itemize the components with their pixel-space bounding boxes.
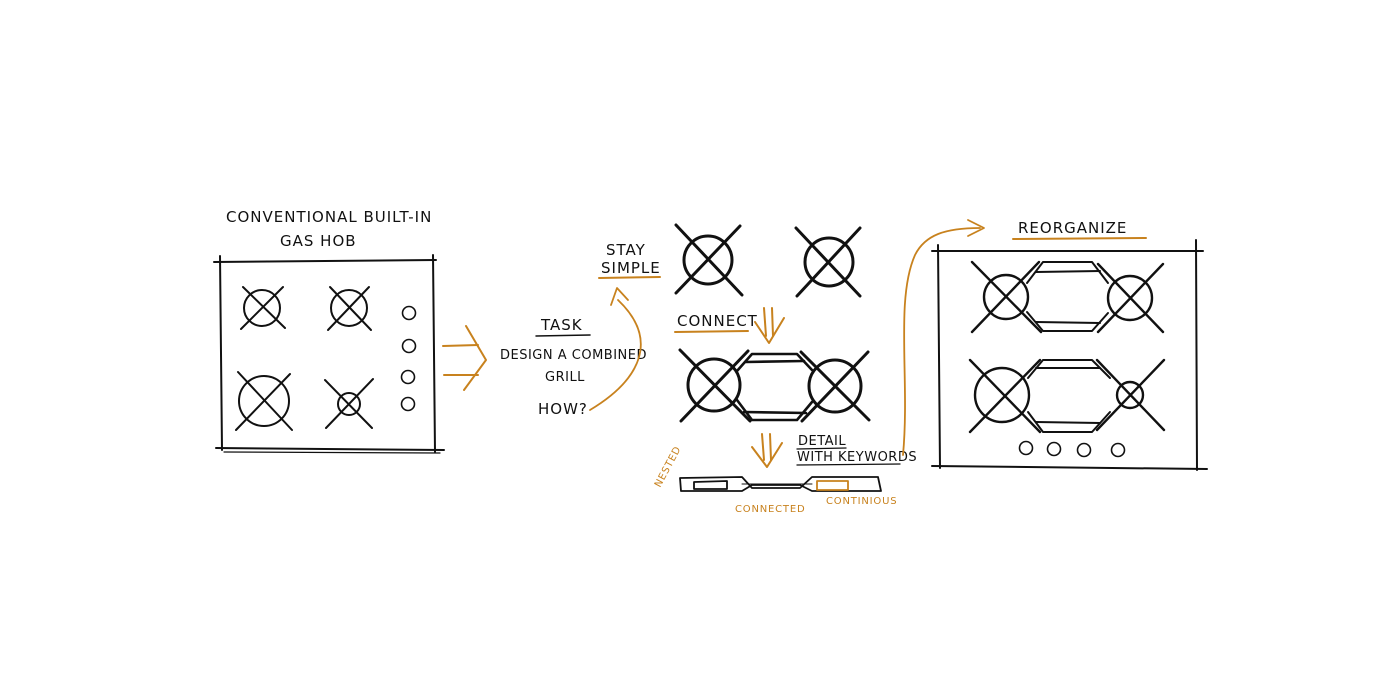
arrow-to-task: [442, 325, 487, 391]
reorg-burner-top-left: [970, 260, 1043, 334]
conventional-hob-panel: CONVENTIONAL BUILT-IN GAS HOB: [213, 208, 487, 454]
knob-1: [401, 305, 417, 321]
burner-mid-left: [678, 348, 752, 423]
knob-3: [400, 369, 416, 385]
down-arrow-1: [754, 307, 785, 344]
burner-mid-right: [799, 350, 871, 423]
burner-top-a: [674, 223, 744, 297]
reorganized-panel: REORGANIZE: [931, 219, 1208, 471]
knob-column: [400, 305, 417, 412]
task-heading: TASK: [540, 316, 583, 334]
task-line2: GRILL: [545, 370, 585, 385]
hob-frame: [213, 254, 445, 454]
panel1-title-line2: GAS HOB: [280, 232, 357, 250]
grill-connection: [735, 352, 814, 422]
burner-top-left: [240, 286, 286, 330]
connect-label: CONNECT: [677, 312, 758, 330]
knob-2: [401, 338, 417, 354]
burner-top-right: [327, 286, 372, 331]
knob-4: [400, 396, 416, 412]
detail-keywords-label: DETAIL WITH KEYWORDS: [796, 434, 917, 466]
detail-line2: WITH KEYWORDS: [797, 450, 917, 465]
burner-top-b: [794, 226, 862, 298]
cross-section: NESTED CONNECTED CONTINIOUS: [653, 444, 897, 515]
down-arrow-2: [751, 433, 783, 468]
connect-step: CONNECT: [674, 307, 785, 344]
connected-grill: [678, 348, 871, 423]
stay-simple-label: STAY SIMPLE: [598, 241, 661, 279]
reorg-burner-top-right: [1096, 262, 1165, 334]
detail-line1: DETAIL: [798, 434, 846, 449]
keyword-continuous: CONTINIOUS: [826, 496, 897, 507]
arrow-to-reorganize: [902, 219, 985, 456]
two-burners-top: [674, 223, 862, 298]
arrow-to-stay-simple: [589, 287, 642, 411]
reorg-knob-4: [1110, 442, 1126, 458]
keyword-nested: NESTED: [653, 444, 684, 489]
reorg-burner-bottom-right: [1095, 358, 1166, 432]
keyword-connected: CONNECTED: [735, 504, 805, 515]
reorg-burner-bottom-left: [968, 358, 1042, 434]
stay-line2: SIMPLE: [601, 259, 661, 277]
reorganized-frame: [931, 239, 1208, 471]
panel1-title-line1: CONVENTIONAL BUILT-IN: [226, 208, 432, 226]
reorg-knob-3: [1076, 442, 1092, 458]
panel3-title: REORGANIZE: [1018, 219, 1127, 237]
burner-bottom-right: [324, 378, 374, 429]
task-block: TASK DESIGN A COMBINED GRILL HOW?: [500, 287, 647, 418]
reorg-knob-row: [1018, 440, 1126, 458]
reorg-knob-2: [1046, 441, 1062, 457]
task-question: HOW?: [538, 400, 588, 418]
stay-line1: STAY: [606, 241, 646, 259]
reorg-knob-1: [1018, 440, 1034, 456]
task-line1: DESIGN A COMBINED: [500, 348, 647, 363]
reorg-grill-bottom: [1027, 359, 1111, 433]
burner-bottom-left: [235, 371, 293, 431]
reorg-grill-top: [1026, 261, 1109, 332]
